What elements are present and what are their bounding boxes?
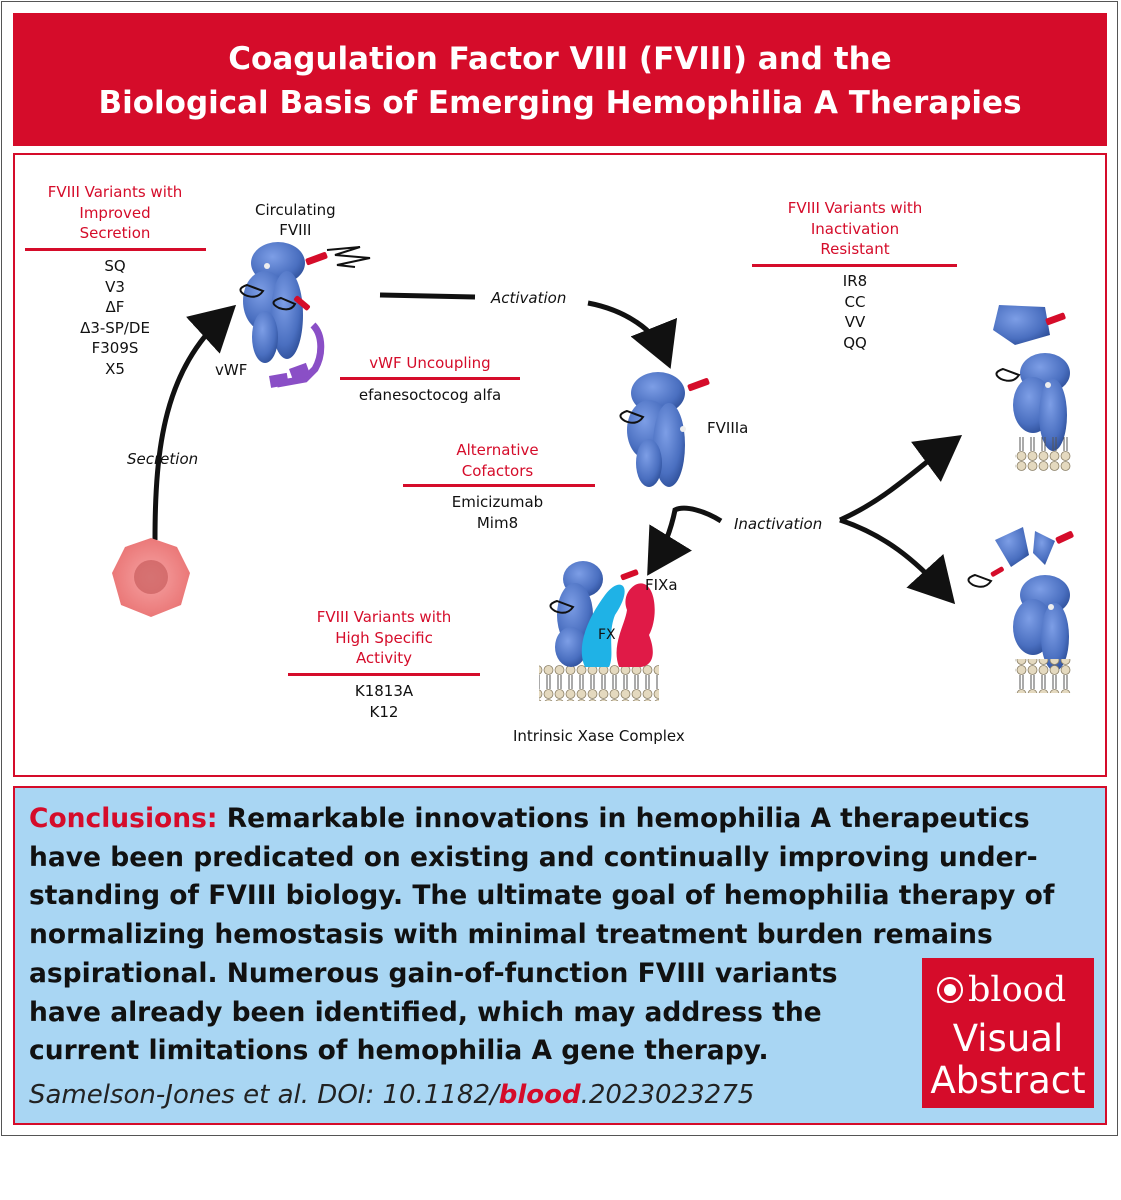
xase-complex-icon — [539, 561, 659, 701]
fviiia-label: FVIIIa — [707, 419, 749, 437]
variant-item: K12 — [369, 702, 399, 721]
variant-item: Δ3-SP/DE — [80, 318, 150, 337]
activation-label: Activation — [491, 289, 567, 307]
xase-complex-label: Intrinsic Xase Complex — [513, 727, 685, 745]
inactivation-label: Inactivation — [734, 515, 823, 533]
high-specific-activity-title: FVIII Variants with High Specific Activi… — [290, 607, 478, 669]
inactivation-resistant-title-line1: FVIII Variants with — [787, 199, 923, 217]
variant-item: K1813A — [354, 682, 414, 700]
variant-item: X5 — [105, 359, 125, 378]
fviiia-icon — [619, 372, 710, 487]
title-line-1: Coagulation Factor VIII (FVIII) and the — [228, 41, 892, 77]
high-specific-activity-title-line2: High Specific — [335, 628, 433, 647]
variant-item: SQ — [104, 257, 126, 275]
high-specific-activity-list: K1813A K12 — [290, 681, 478, 722]
improved-secretion-title: FVIII Variants with Improved Secretion — [25, 182, 205, 244]
inactivation-arrow-lower — [839, 517, 956, 605]
alternative-cofactors-list: Emicizumab Mim8 — [405, 492, 590, 533]
conclusions-line: have been predicated on existing and con… — [29, 841, 1038, 873]
improved-secretion-title-line1: FVIII Variants with — [47, 183, 183, 201]
improved-secretion-list: SQ V3 ΔF Δ3-SP/DE F309S X5 — [25, 256, 205, 379]
alternative-cofactors-title-line1: Alternative — [456, 441, 539, 459]
variant-item: VV — [844, 313, 866, 331]
vwf-uncoupling-title-line1: vWF Uncoupling — [369, 354, 491, 372]
variant-item: IR8 — [842, 272, 868, 290]
logo-line-abstract: Abstract — [930, 1059, 1086, 1102]
variant-item: QQ — [843, 333, 867, 352]
high-specific-activity-title-line3: Activity — [355, 649, 413, 667]
vwf-label: vWF — [215, 361, 248, 379]
conclusions-heading: Conclusions: — [29, 803, 218, 834]
blood-seal-icon — [937, 977, 963, 1003]
inactivation-product-lower-icon — [967, 527, 1074, 693]
vwf-uncoupling-rule — [340, 377, 520, 380]
inactivation-resistant-title-line3: Resistant — [820, 240, 890, 258]
conclusions-line-text: Remarkable innovations in hemophilia A t… — [226, 803, 1030, 834]
diagram-panel: Circulating FVIII vWF Secretion Activati… — [13, 153, 1107, 777]
title-banner: Coagulation Factor VIII (FVIII) and the … — [13, 13, 1107, 146]
citation-doi-suffix: .2023023275 — [580, 1080, 755, 1110]
vwf-uncoupling-list: efanesoctocog alfa — [330, 385, 530, 406]
conclusions-text: Conclusions: Remarkable innovations in h… — [29, 800, 1089, 1071]
activation-arrow-left — [379, 292, 476, 300]
alternative-cofactors-title: Alternative Cofactors — [405, 440, 590, 481]
vwf-icon — [269, 322, 325, 388]
fixa-label: FIXa — [645, 576, 678, 594]
citation-prefix: Samelson-Jones et al. DOI: 10.1182/ — [29, 1080, 499, 1110]
circulating-fviii-label: Circulating FVIII — [255, 200, 336, 240]
secretion-label: Secretion — [127, 450, 199, 468]
conclusions-line: normalizing hemostasis with minimal trea… — [29, 919, 993, 951]
inactivation-arrow-upper — [838, 435, 963, 523]
conclusions-line: aspirational. Numerous gain-of-function … — [29, 957, 838, 989]
conclusions-line: have already been identified, which may … — [29, 996, 822, 1028]
conclusions-line: Conclusions: Remarkable innovations in h… — [29, 800, 1089, 839]
improved-secretion-rule — [25, 248, 206, 251]
alternative-cofactors-title-line2: Cofactors — [461, 461, 534, 480]
conclusions-box: Conclusions: Remarkable innovations in h… — [13, 786, 1107, 1125]
secretion-arrow — [152, 304, 237, 541]
inactivation-resistant-list: IR8 CC VV QQ — [760, 271, 950, 353]
inactivation-product-upper-icon — [993, 305, 1071, 471]
conclusions-line: standing of FVIII biology. The ultimate … — [29, 880, 1055, 912]
variant-item: F309S — [91, 339, 139, 357]
inactivation-resistant-rule — [752, 264, 957, 267]
activation-arrow-right — [587, 300, 678, 369]
inactivation-resistant-title-line2: Inactivation — [810, 219, 900, 238]
vwf-uncoupling-title: vWF Uncoupling — [340, 353, 520, 374]
diagram-svg — [112, 242, 1074, 701]
alternative-cofactors-rule — [403, 484, 595, 487]
logo-line-visual: Visual — [952, 1017, 1064, 1060]
variant-item: Mim8 — [476, 513, 519, 532]
title-line-2: Biological Basis of Emerging Hemophilia … — [98, 85, 1022, 121]
high-specific-activity-title-line1: FVIII Variants with — [316, 608, 452, 626]
variant-item: ΔF — [105, 298, 125, 316]
high-specific-activity-rule — [288, 673, 480, 676]
circulating-label-line1: Circulating — [255, 201, 336, 219]
circulating-label-line2: FVIII — [279, 221, 312, 239]
circulating-fviii-icon — [239, 242, 371, 363]
variant-item: efanesoctocog alfa — [358, 386, 502, 404]
citation: Samelson-Jones et al. DOI: 10.1182/blood… — [29, 1080, 754, 1110]
logo-brand: blood — [968, 970, 1067, 1010]
improved-secretion-title-line2: Improved — [79, 203, 151, 222]
blood-visual-abstract-logo: blood Visual Abstract — [922, 958, 1094, 1108]
improved-secretion-title-line3: Secretion — [79, 224, 151, 242]
variant-item: Emicizumab — [451, 493, 544, 511]
conclusions-line: current limitations of hemophilia A gene… — [29, 1035, 769, 1067]
inactivation-resistant-title: FVIII Variants with Inactivation Resista… — [760, 198, 950, 260]
secreting-cell-icon — [112, 538, 190, 617]
fx-label: FX — [598, 627, 616, 643]
citation-journal: blood — [498, 1080, 581, 1110]
variant-item: CC — [844, 292, 866, 311]
variant-item: V3 — [105, 277, 125, 296]
inactivation-arrow-left — [647, 505, 723, 576]
